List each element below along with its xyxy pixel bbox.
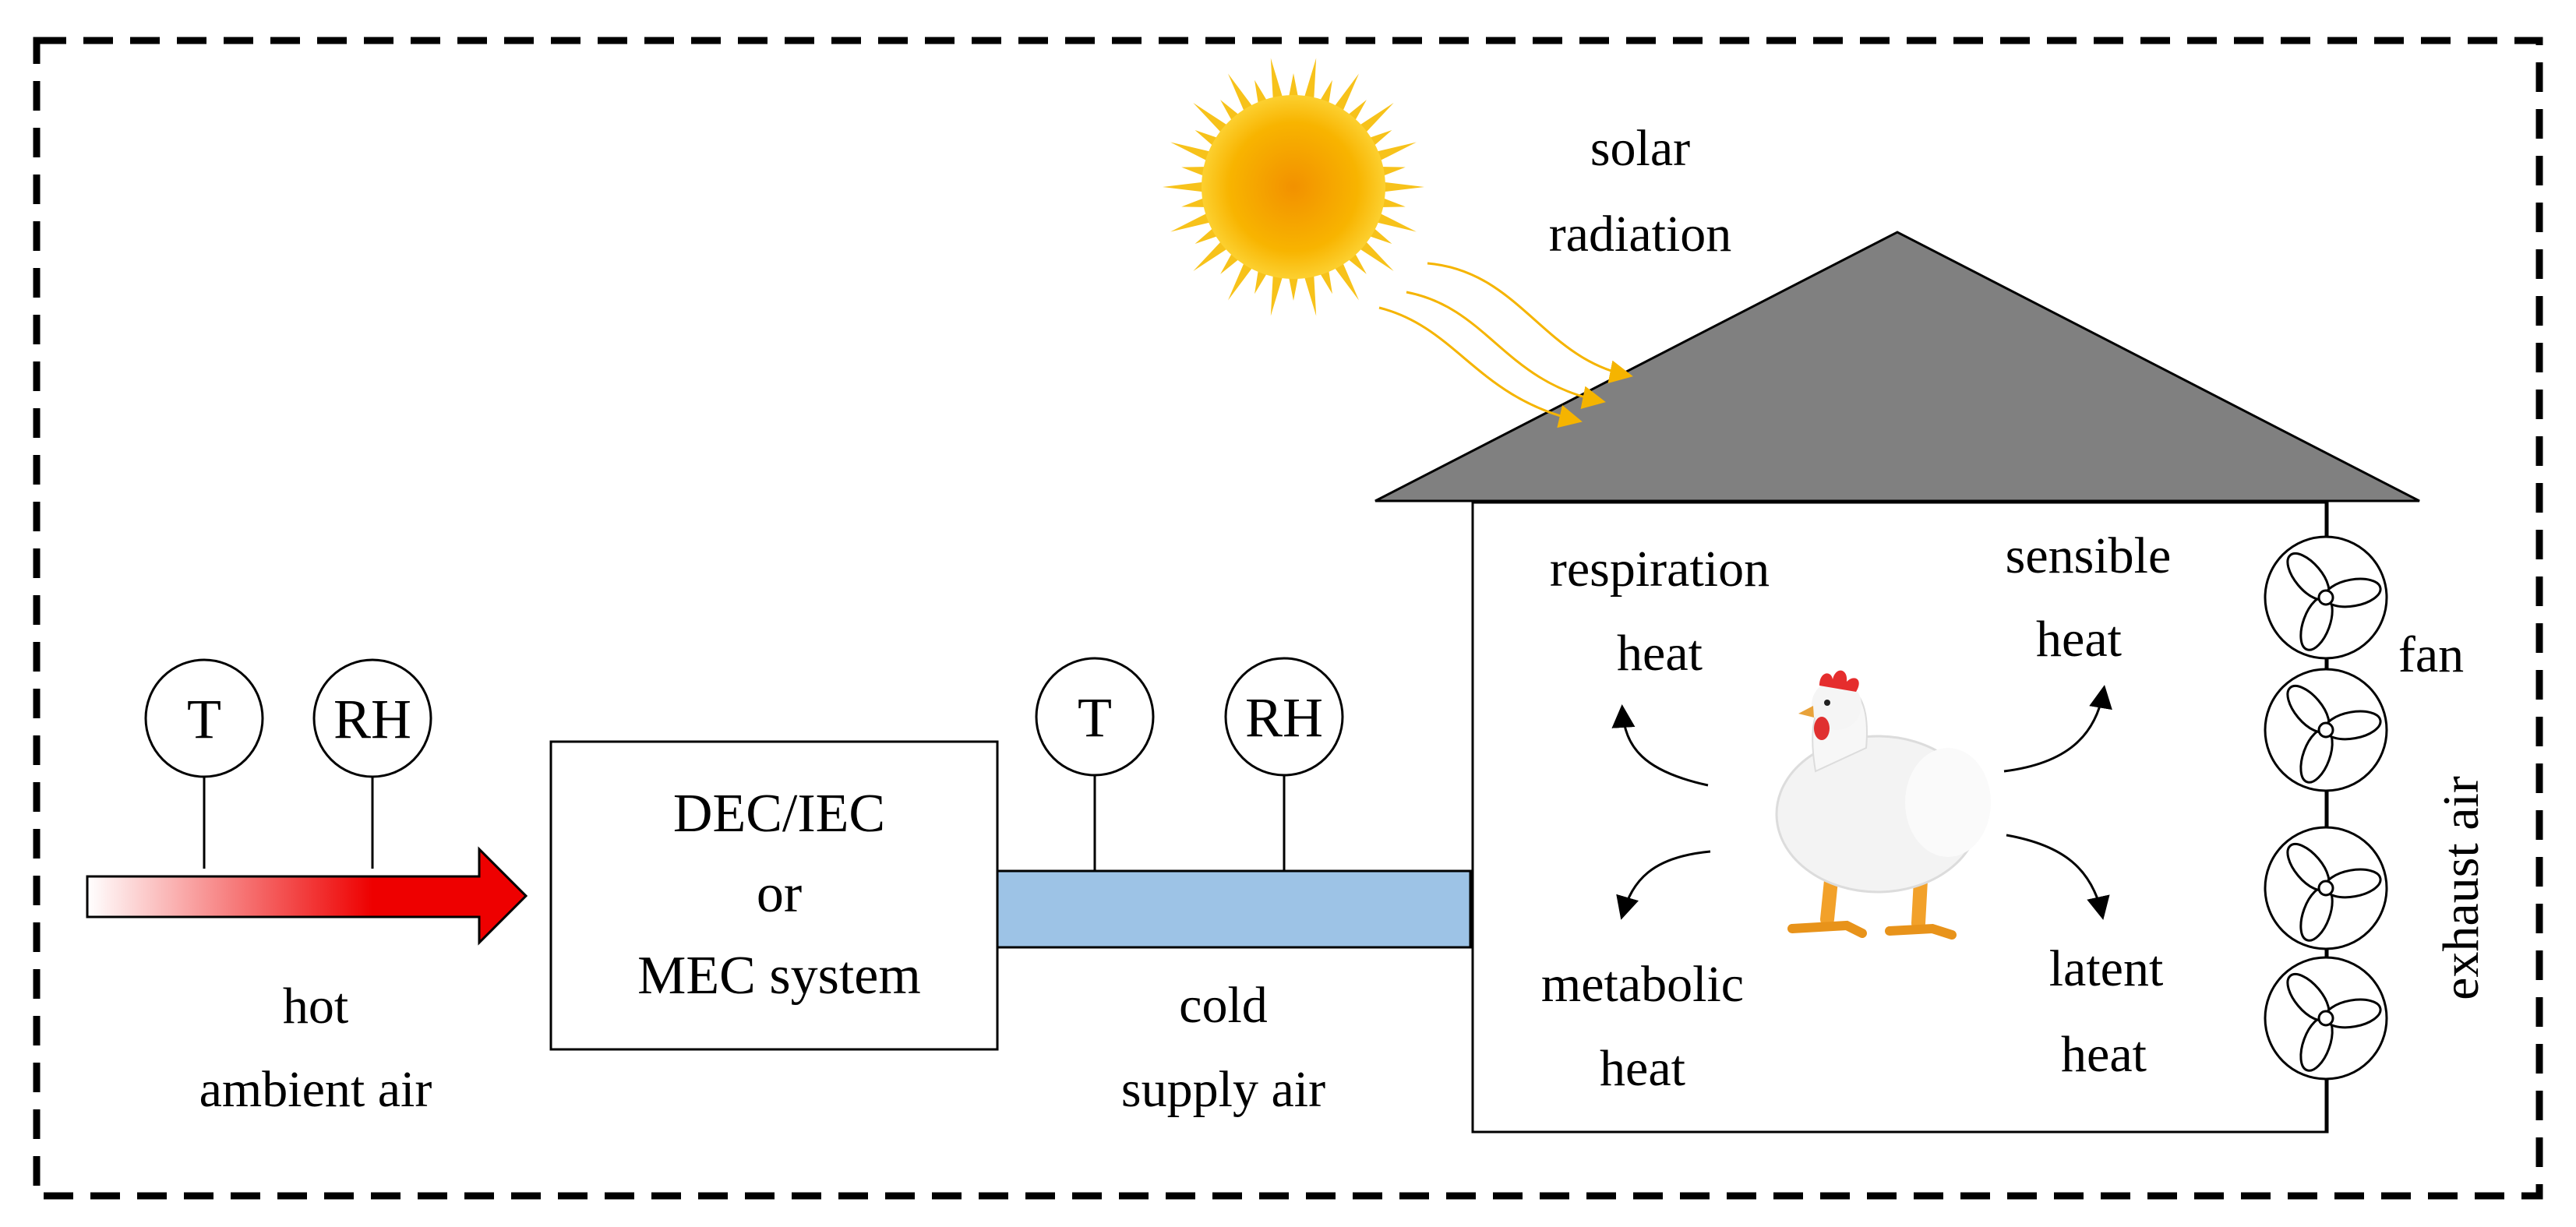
sun-ray (1373, 142, 1417, 163)
sun-ray (1357, 238, 1394, 271)
fan-icon (2264, 956, 2388, 1081)
sun-ray (1288, 73, 1299, 100)
chicken-icon (1775, 670, 1991, 940)
heat-flow-arrows (1611, 685, 2112, 920)
supply-rh-label: RH (1245, 686, 1323, 749)
sun-ray (1378, 196, 1406, 208)
hot-air-label-1: hot (283, 978, 348, 1035)
solar-label-1: solar (1590, 120, 1690, 177)
metabolic-label-1: metabolic (1541, 956, 1744, 1013)
sun-ray (1380, 182, 1424, 192)
sun-ray (1193, 238, 1230, 271)
supply-humidity-sensor: RH (1224, 657, 1344, 871)
supply-t-label: T (1078, 686, 1112, 749)
fan-label: fan (2398, 626, 2464, 683)
ambient-temperature-sensor: T (144, 658, 264, 869)
cooler-label-1: DEC/IEC (673, 784, 885, 844)
sun-ray (1228, 259, 1254, 301)
sun-ray (1170, 142, 1214, 163)
dashed-frame (33, 37, 2543, 1200)
house-roof (1374, 231, 2420, 502)
metabolic-label-2: heat (1600, 1040, 1685, 1097)
sun-ray (1228, 73, 1254, 115)
sun-ray (1373, 211, 1417, 232)
latent-arrow (2006, 834, 2110, 920)
hot-air-arrow (86, 846, 528, 946)
cooler-label-3: MEC system (637, 946, 921, 1006)
sun-ray (1332, 259, 1359, 301)
sun-ray (1170, 211, 1214, 232)
hot-air-label-2: ambient air (199, 1061, 432, 1118)
cooler-label-2: or (757, 864, 802, 924)
sun-ray (1270, 58, 1284, 103)
sun-ray (1378, 166, 1406, 178)
cold-air-label-2: supply air (1121, 1061, 1325, 1118)
exhaust-air-label: exhaust air (2433, 776, 2490, 1000)
respiration-arrow (1611, 704, 1709, 787)
cold-supply-duct (996, 869, 1472, 949)
sun-ray (1193, 103, 1230, 136)
fan-icon (2264, 668, 2388, 792)
latent-label-1: latent (2049, 940, 2164, 997)
sun-ray (1181, 196, 1209, 208)
sensible-arrow (2003, 685, 2112, 773)
ambient-rh-label: RH (333, 688, 411, 750)
metabolic-arrow (1616, 850, 1711, 920)
sun-icon (1163, 58, 1424, 316)
sun-ray (1303, 271, 1317, 316)
cooler-box (549, 740, 999, 1051)
ambient-humidity-sensor: RH (312, 658, 432, 869)
sun-ray (1357, 103, 1394, 136)
exhaust-fans (2264, 502, 2388, 1132)
respiration-label-1: respiration (1550, 541, 1770, 598)
sensible-label-1: sensible (2006, 527, 2172, 584)
solar-radiation-rays (1378, 262, 1633, 428)
respiration-label-2: heat (1617, 625, 1703, 682)
cold-air-label-1: cold (1179, 977, 1268, 1034)
latent-label-2: heat (2061, 1026, 2147, 1083)
fan-icon (2264, 826, 2388, 950)
supply-temperature-sensor: T (1035, 657, 1155, 871)
sun-ray (1270, 271, 1284, 316)
solar-label-2: radiation (1549, 206, 1732, 263)
fan-icon (2264, 535, 2388, 660)
sensible-label-2: heat (2036, 611, 2122, 668)
sun-ray (1181, 166, 1209, 178)
ambient-t-label: T (187, 688, 221, 750)
sun-ray (1332, 73, 1359, 115)
sun-ray (1288, 273, 1299, 301)
sun-ray (1163, 182, 1207, 192)
sun-ray (1303, 58, 1317, 103)
